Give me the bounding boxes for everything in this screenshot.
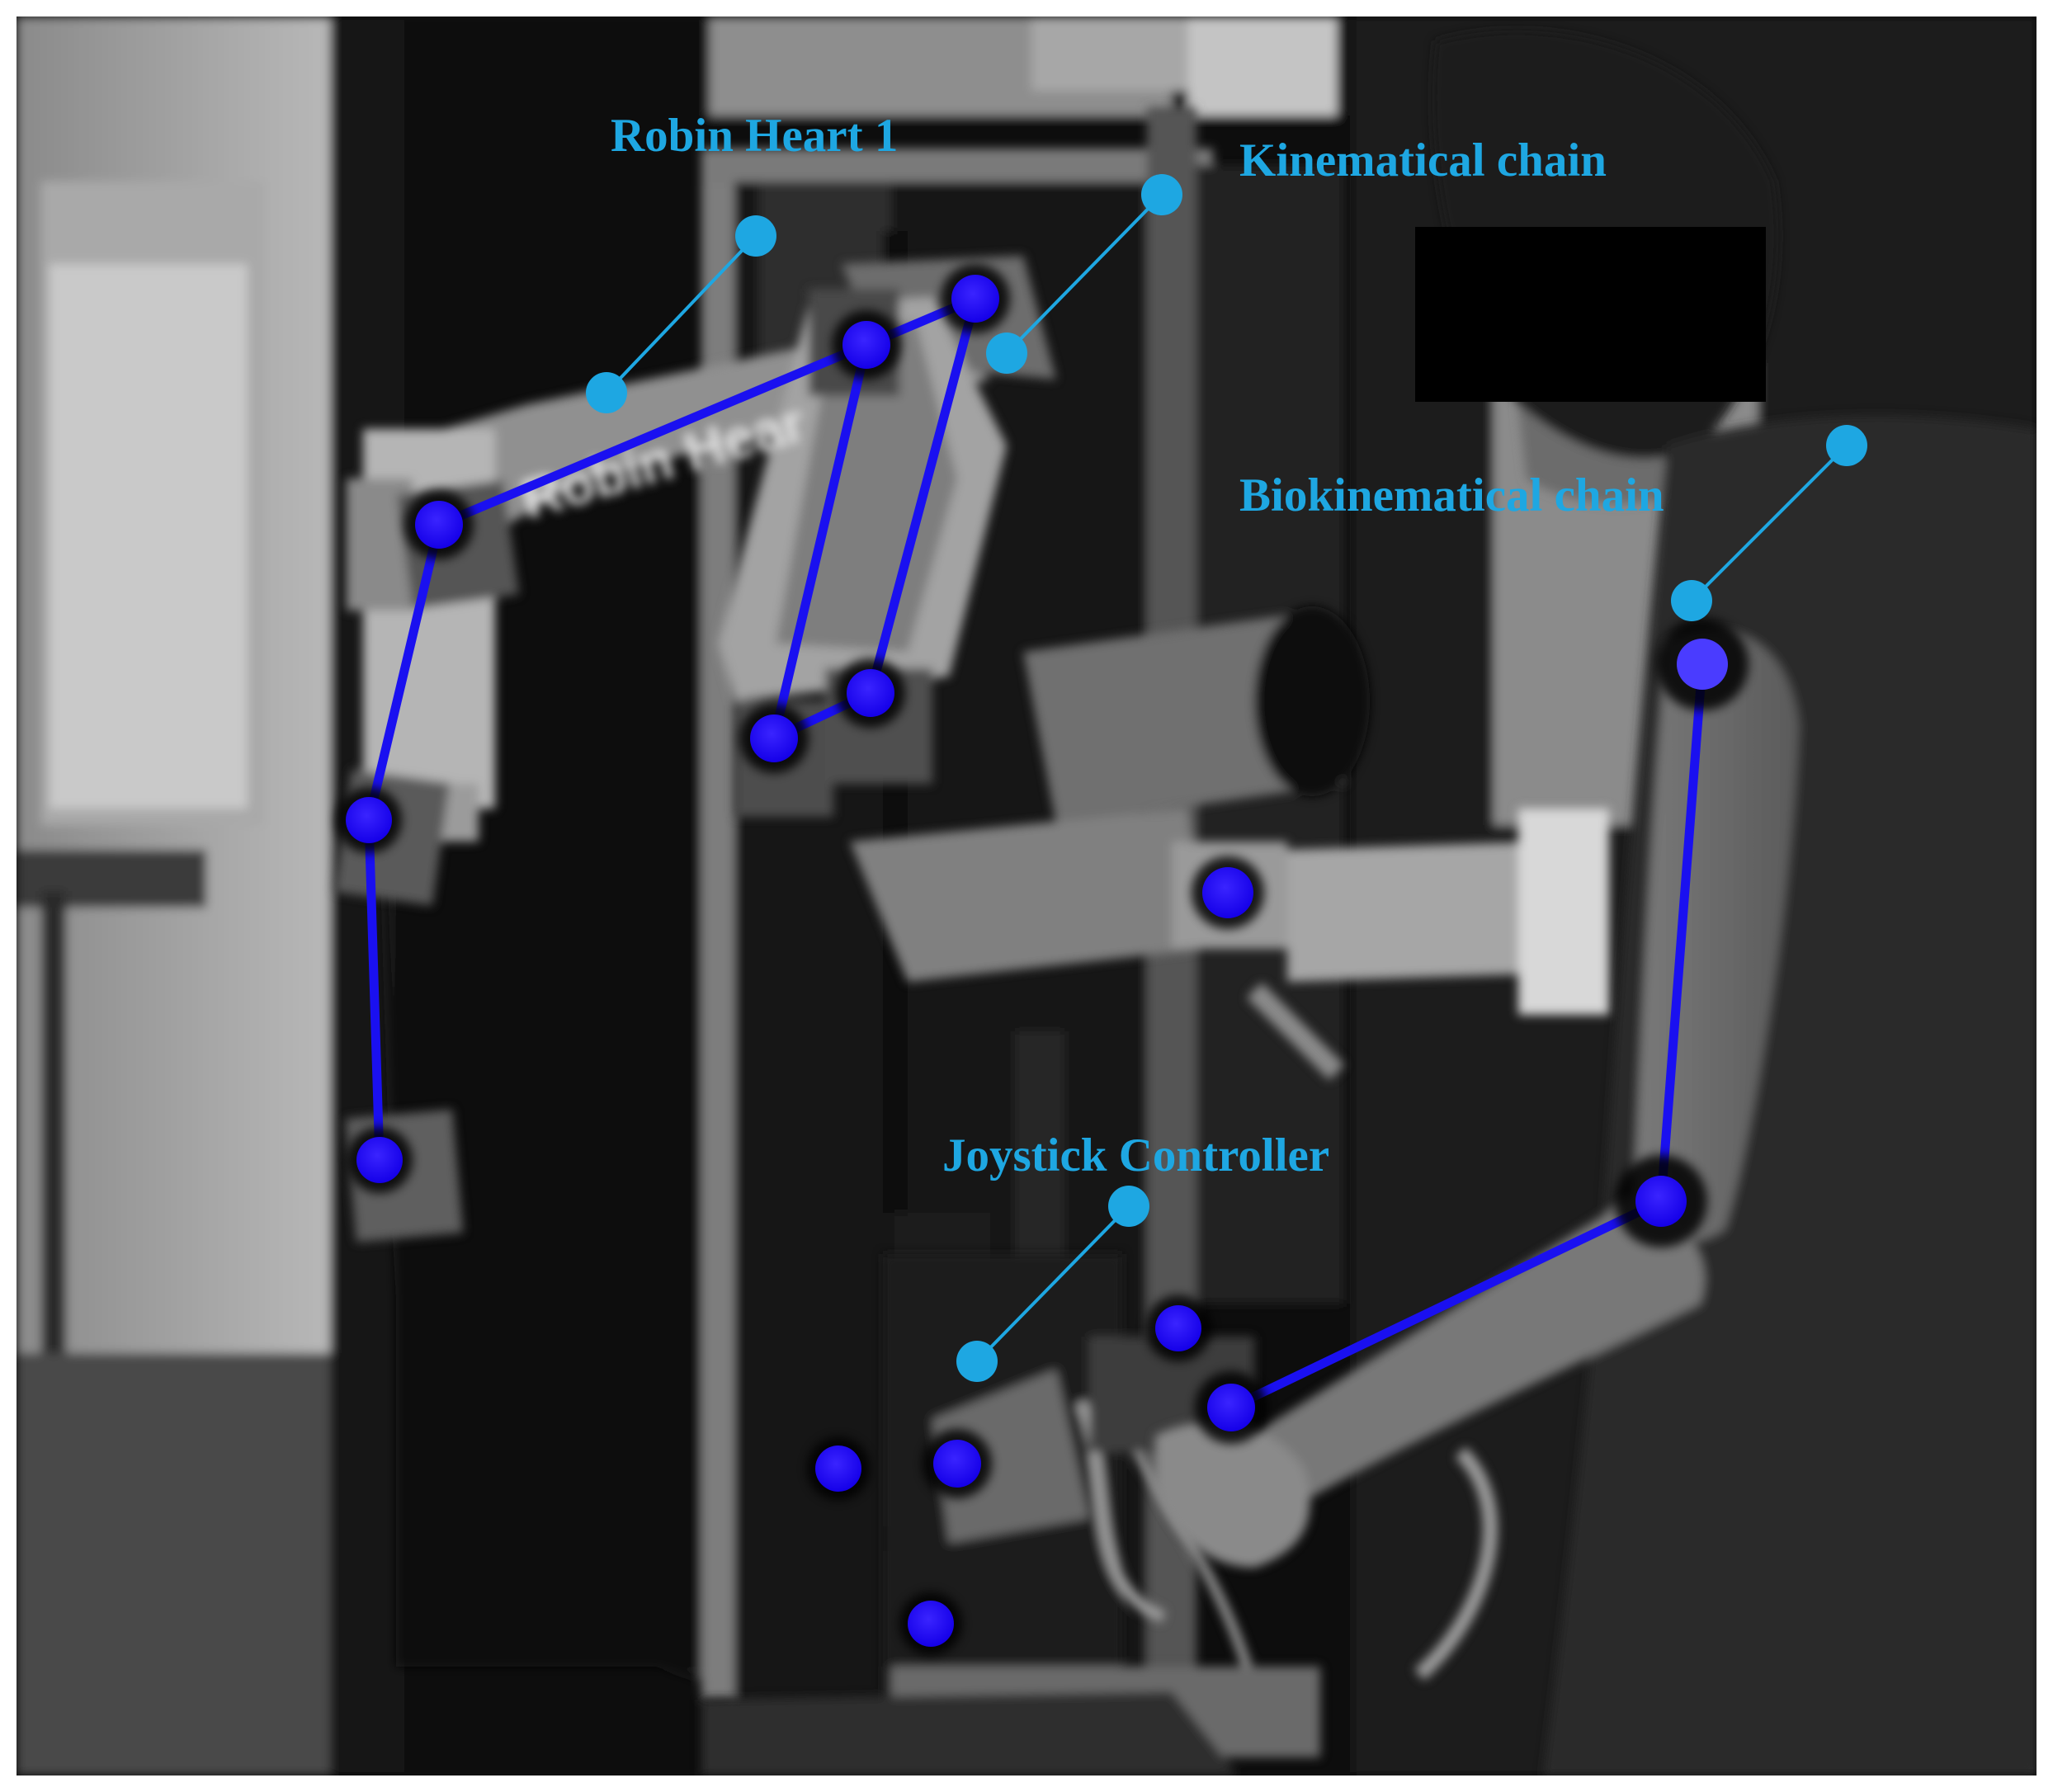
- markers: [346, 275, 1728, 1647]
- leader-joystick: [975, 1205, 1130, 1363]
- link-robot-7: [364, 815, 385, 1165]
- marker-elbow: [1635, 1176, 1687, 1227]
- link-robot-4: [866, 294, 980, 698]
- label-leaders: [605, 193, 1848, 1363]
- label-leader-dots: [586, 174, 1867, 1382]
- marker-joystick-a: [933, 1440, 981, 1488]
- leader-dot: [956, 1341, 998, 1382]
- marker-robot-joint-a: [842, 321, 890, 369]
- leader-dot: [1108, 1186, 1149, 1227]
- marker-robot-joint-d: [847, 669, 894, 717]
- redaction-box: [1415, 227, 1766, 402]
- leader-biokinematical: [1690, 444, 1848, 602]
- marker-shoulder: [1677, 639, 1728, 690]
- label-kinematical-chain: Kinematical chain: [1239, 134, 1607, 186]
- marker-robot-base: [415, 501, 463, 549]
- marker-robot-joint-b: [951, 275, 999, 323]
- photo-frame: Robin Hear: [17, 17, 2036, 1775]
- leader-dot: [735, 215, 776, 257]
- link-robot-1: [434, 340, 871, 530]
- marker-joystick-b: [815, 1445, 861, 1492]
- marker-robot-lower-b: [356, 1137, 403, 1183]
- marker-joystick-top: [1155, 1305, 1201, 1351]
- link-arm-1: [1656, 659, 1707, 1206]
- link-arm-2: [1226, 1196, 1666, 1412]
- link-robot-6: [364, 520, 444, 825]
- label-robin-heart: Robin Heart 1: [611, 110, 899, 162]
- leader-kinematical: [1005, 193, 1163, 355]
- label-joystick-controller: Joystick Controller: [942, 1129, 1330, 1181]
- marker-joystick-c: [908, 1601, 954, 1647]
- leader-robot: [605, 234, 757, 394]
- marker-robot-joint-c: [750, 714, 798, 762]
- leader-dot: [1671, 580, 1712, 621]
- link-robot-3: [769, 340, 871, 743]
- leader-dot: [986, 332, 1027, 374]
- leader-dot: [1141, 174, 1182, 215]
- label-biokinematical-chain: Biokinematical chain: [1239, 469, 1664, 521]
- leader-dot: [1826, 425, 1867, 466]
- marker-robot-lower-a: [346, 797, 392, 843]
- leader-dot: [586, 372, 627, 413]
- marker-wrist: [1207, 1384, 1255, 1431]
- marker-robot-arm-side: [1202, 867, 1253, 918]
